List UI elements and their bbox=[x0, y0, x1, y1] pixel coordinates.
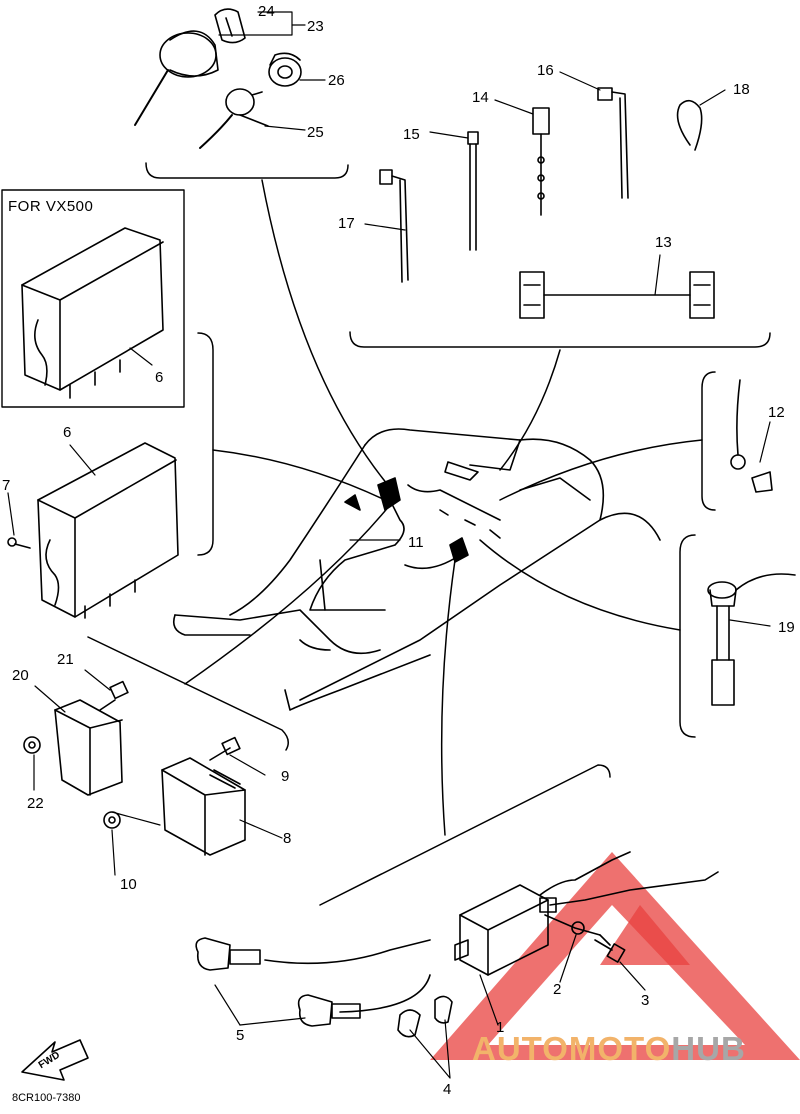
callout-12: 12 bbox=[768, 404, 785, 421]
callout-6-vx500: 6 bbox=[155, 369, 164, 386]
callout-11: 11 bbox=[408, 534, 424, 551]
callout-1: 1 bbox=[496, 1019, 505, 1036]
callout-22: 22 bbox=[27, 795, 44, 812]
callout-14: 14 bbox=[472, 89, 489, 106]
cable-tie-16 bbox=[597, 87, 629, 199]
clamp-4 bbox=[397, 995, 453, 1038]
callout-leaders bbox=[7, 11, 771, 1079]
bolt-9 bbox=[209, 736, 241, 761]
ground-terminal-2 bbox=[571, 921, 585, 935]
callout-16: 16 bbox=[537, 62, 554, 79]
callout-3: 3 bbox=[641, 992, 650, 1009]
callout-15: 15 bbox=[403, 126, 420, 143]
clip-18 bbox=[676, 99, 703, 151]
bolt-7 bbox=[7, 537, 31, 549]
ecu-unit bbox=[37, 442, 179, 619]
callout-17: 17 bbox=[338, 215, 355, 232]
nut-10 bbox=[103, 811, 121, 829]
watermark-logo bbox=[430, 852, 800, 1060]
callout-8: 8 bbox=[283, 830, 292, 847]
callout-23: 23 bbox=[307, 18, 324, 35]
callout-26: 26 bbox=[328, 72, 345, 89]
watermark-text-part2: HUB bbox=[671, 1030, 746, 1067]
ground-lead-12 bbox=[730, 379, 773, 493]
callout-4: 4 bbox=[443, 1081, 452, 1098]
callout-10: 10 bbox=[120, 876, 137, 893]
fwd-arrow-icon bbox=[21, 1039, 89, 1081]
clamp-14 bbox=[532, 107, 550, 216]
regulator-8 bbox=[161, 757, 246, 856]
callout-2: 2 bbox=[553, 981, 562, 998]
snowmobile-chassis bbox=[172, 428, 661, 711]
spark-plug-cap-lower bbox=[297, 994, 361, 1027]
ignition-switch-assembly bbox=[134, 8, 246, 126]
callout-24: 24 bbox=[258, 3, 275, 20]
cable-tie-17 bbox=[379, 169, 409, 283]
bracket-lines bbox=[87, 162, 771, 906]
watermark-text: AUTOMOTOHUB bbox=[472, 1030, 746, 1068]
callout-5: 5 bbox=[236, 1027, 245, 1044]
nut-22 bbox=[23, 736, 41, 754]
bolt-21 bbox=[99, 680, 129, 711]
harness-11 bbox=[309, 477, 501, 611]
callout-9: 9 bbox=[281, 768, 290, 785]
callout-13: 13 bbox=[655, 234, 672, 251]
key-cap-26 bbox=[268, 52, 302, 87]
callout-20: 20 bbox=[12, 667, 29, 684]
cable-tie-15 bbox=[467, 131, 479, 251]
callout-19: 19 bbox=[778, 619, 795, 636]
sensor-19 bbox=[707, 573, 796, 706]
diagram-code: 8CR100-7380 bbox=[12, 1092, 81, 1104]
cdi-unit-20 bbox=[54, 699, 123, 796]
screw-3 bbox=[594, 939, 626, 963]
vx500-box bbox=[1, 189, 185, 408]
callout-21: 21 bbox=[57, 651, 74, 668]
ignition-coil-1 bbox=[454, 884, 557, 976]
callout-6: 6 bbox=[63, 424, 72, 441]
lanyard-switch-25 bbox=[199, 88, 269, 149]
watermark-text-part1: AUTOMOTO bbox=[472, 1030, 672, 1067]
callout-7: 7 bbox=[2, 477, 11, 494]
wire-harness-13 bbox=[519, 271, 715, 319]
box-title: FOR VX500 bbox=[8, 198, 94, 215]
ecu-unit-vx500 bbox=[21, 227, 164, 399]
callout-18: 18 bbox=[733, 81, 750, 98]
spark-plug-cap-upper bbox=[195, 937, 261, 971]
high-tension-leads bbox=[264, 851, 719, 1013]
callout-25: 25 bbox=[307, 124, 324, 141]
